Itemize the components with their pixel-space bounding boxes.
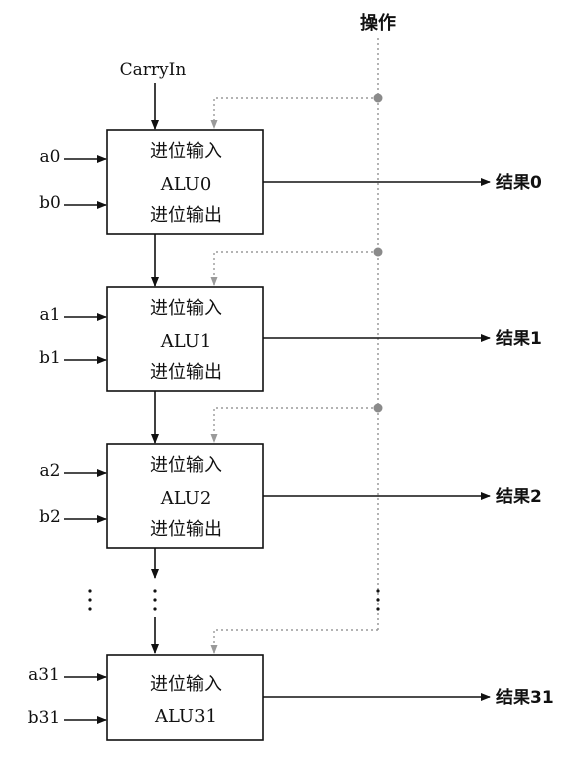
ellipsis-carry [153,589,157,611]
alu-box [106,443,264,549]
alu-carry-out-text: 进位输出 [150,362,222,383]
operation-junction [373,247,383,257]
alu-name: ALU0 [160,174,212,195]
alu-block-2: 进位输入 ALU2 进位输出 a2 b2 结果2 [39,403,542,549]
input-a-label: a2 [40,461,61,481]
input-a-label: a0 [40,147,61,167]
alu-carry-in-text: 进位输入 [150,141,222,162]
operation-tap [210,251,378,286]
alu-carry-in-text: 进位输入 [150,674,222,695]
operation-tap [210,97,378,129]
result-label: 结果2 [496,486,542,507]
alu-box [106,129,264,235]
operation-label: 操作 [360,12,396,34]
operation-tap [210,407,378,443]
alu-name: ALU2 [160,488,212,509]
alu-block-0: 进位输入 ALU0 进位输出 a0 b0 结果0 [39,93,542,235]
operation-junction [373,403,383,413]
alu-carry-out-text: 进位输出 [150,519,222,540]
input-b-label: b31 [28,708,61,728]
alu-block-1: 进位输入 ALU1 进位输出 a1 b1 结果1 [39,247,542,392]
input-b-label: b2 [39,507,61,527]
ellipsis-inputs [88,589,92,611]
alu-box [106,286,264,392]
alu-carry-in-text: 进位输入 [150,455,222,476]
input-a-label: a31 [28,665,60,685]
alu-name: ALU31 [154,706,217,727]
alu-carry-out-text: 进位输出 [150,205,222,226]
alu-name: ALU1 [160,331,212,352]
alu-box [106,654,264,741]
result-label: 结果31 [496,687,554,708]
alu-carry-in-text: 进位输入 [150,298,222,319]
result-label: 结果0 [496,172,542,193]
alu-block-31: 进位输入 ALU31 a31 b31 结果31 [28,629,554,741]
result-label: 结果1 [496,328,542,349]
operation-tap [210,629,378,654]
operation-junction [373,93,383,103]
input-b-label: b0 [39,193,61,213]
ellipsis-operation [376,589,380,611]
input-a-label: a1 [40,305,61,325]
input-b-label: b1 [39,348,61,368]
carry-in-label: CarryIn [120,60,187,80]
